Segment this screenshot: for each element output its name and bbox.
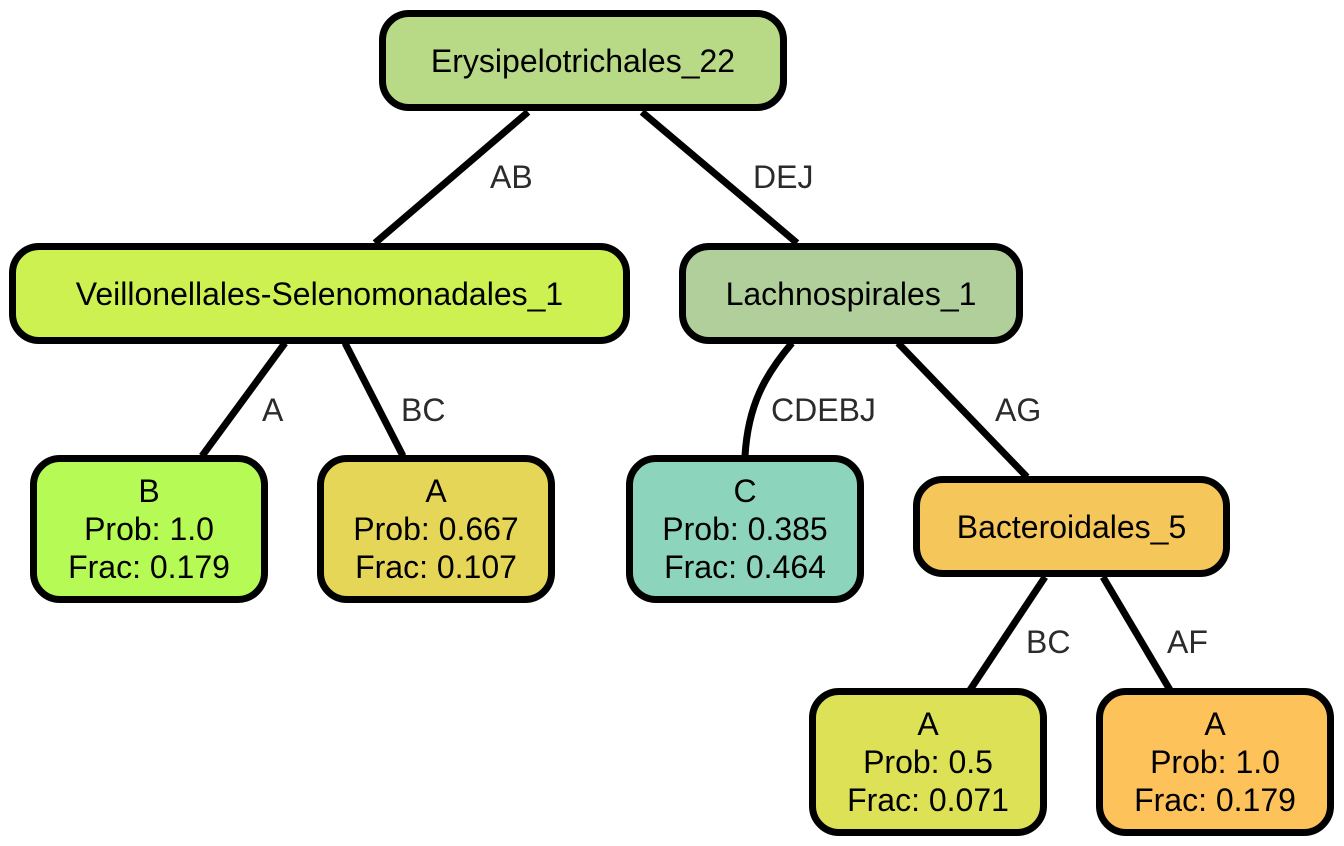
leaf-frac: Frac: 0.107 xyxy=(355,549,517,585)
leaf-title: C xyxy=(733,473,757,509)
edge-label-ag: AG xyxy=(995,392,1041,428)
edge-bacteroidales-a3 xyxy=(1099,575,1174,692)
leaf-node-c[interactable]: C Prob: 0.385 Frac: 0.464 xyxy=(626,455,864,603)
leaf-title: A xyxy=(1204,706,1226,742)
leaf-frac: Frac: 0.071 xyxy=(847,782,1009,818)
leaf-title: B xyxy=(138,473,160,509)
leaf-prob: Prob: 0.385 xyxy=(662,511,828,547)
leaf-frac: Frac: 0.179 xyxy=(1134,782,1296,818)
edge-lachnospirales-c xyxy=(741,340,795,457)
leaf-node-a-1[interactable]: A Prob: 0.667 Frac: 0.107 xyxy=(317,455,555,603)
node-bacteroidales-5[interactable]: Bacteroidales_5 xyxy=(913,476,1230,577)
edge-root-veillonellales xyxy=(372,109,531,246)
edge-label-dej: DEJ xyxy=(753,159,813,195)
leaf-title: A xyxy=(425,473,447,509)
edge-label-ab: AB xyxy=(490,159,533,195)
edge-lachnospirales-bacteroidales xyxy=(895,340,1030,480)
leaf-prob: Prob: 0.667 xyxy=(353,511,519,547)
leaf-node-a-3[interactable]: A Prob: 1.0 Frac: 0.179 xyxy=(1096,688,1334,836)
edge-root-lachnospirales xyxy=(639,109,800,246)
leaf-frac: Frac: 0.464 xyxy=(664,549,826,585)
leaf-node-a-2[interactable]: A Prob: 0.5 Frac: 0.071 xyxy=(809,688,1047,836)
leaf-prob: Prob: 0.5 xyxy=(863,744,993,780)
node-title: Veillonellales-Selenomonadales_1 xyxy=(75,275,564,312)
node-erysipelotrichales-22[interactable]: Erysipelotrichales_22 xyxy=(379,10,787,111)
leaf-prob: Prob: 1.0 xyxy=(1150,744,1280,780)
edge-label-af: AF xyxy=(1167,624,1208,660)
node-title: Bacteroidales_5 xyxy=(956,508,1187,545)
node-veillonellales-selenomonadales-1[interactable]: Veillonellales-Selenomonadales_1 xyxy=(9,243,630,344)
node-lachnospirales-1[interactable]: Lachnospirales_1 xyxy=(679,243,1023,344)
edge-label-bc: BC xyxy=(401,392,445,428)
leaf-frac: Frac: 0.179 xyxy=(68,549,230,585)
edge-veillonellales-a1 xyxy=(341,341,407,458)
node-title: Lachnospirales_1 xyxy=(725,275,977,312)
node-title: Erysipelotrichales_22 xyxy=(430,42,736,79)
leaf-prob: Prob: 1.0 xyxy=(84,511,214,547)
leaf-node-b[interactable]: B Prob: 1.0 Frac: 0.179 xyxy=(30,455,268,603)
edge-bacteroidales-a2 xyxy=(967,575,1048,692)
edge-veillonellales-b xyxy=(199,340,288,459)
edge-label-bc-2: BC xyxy=(1026,624,1070,660)
leaf-title: A xyxy=(917,706,939,742)
edge-label-a: A xyxy=(262,392,284,428)
edge-label-cdebj: CDEBJ xyxy=(771,392,876,428)
